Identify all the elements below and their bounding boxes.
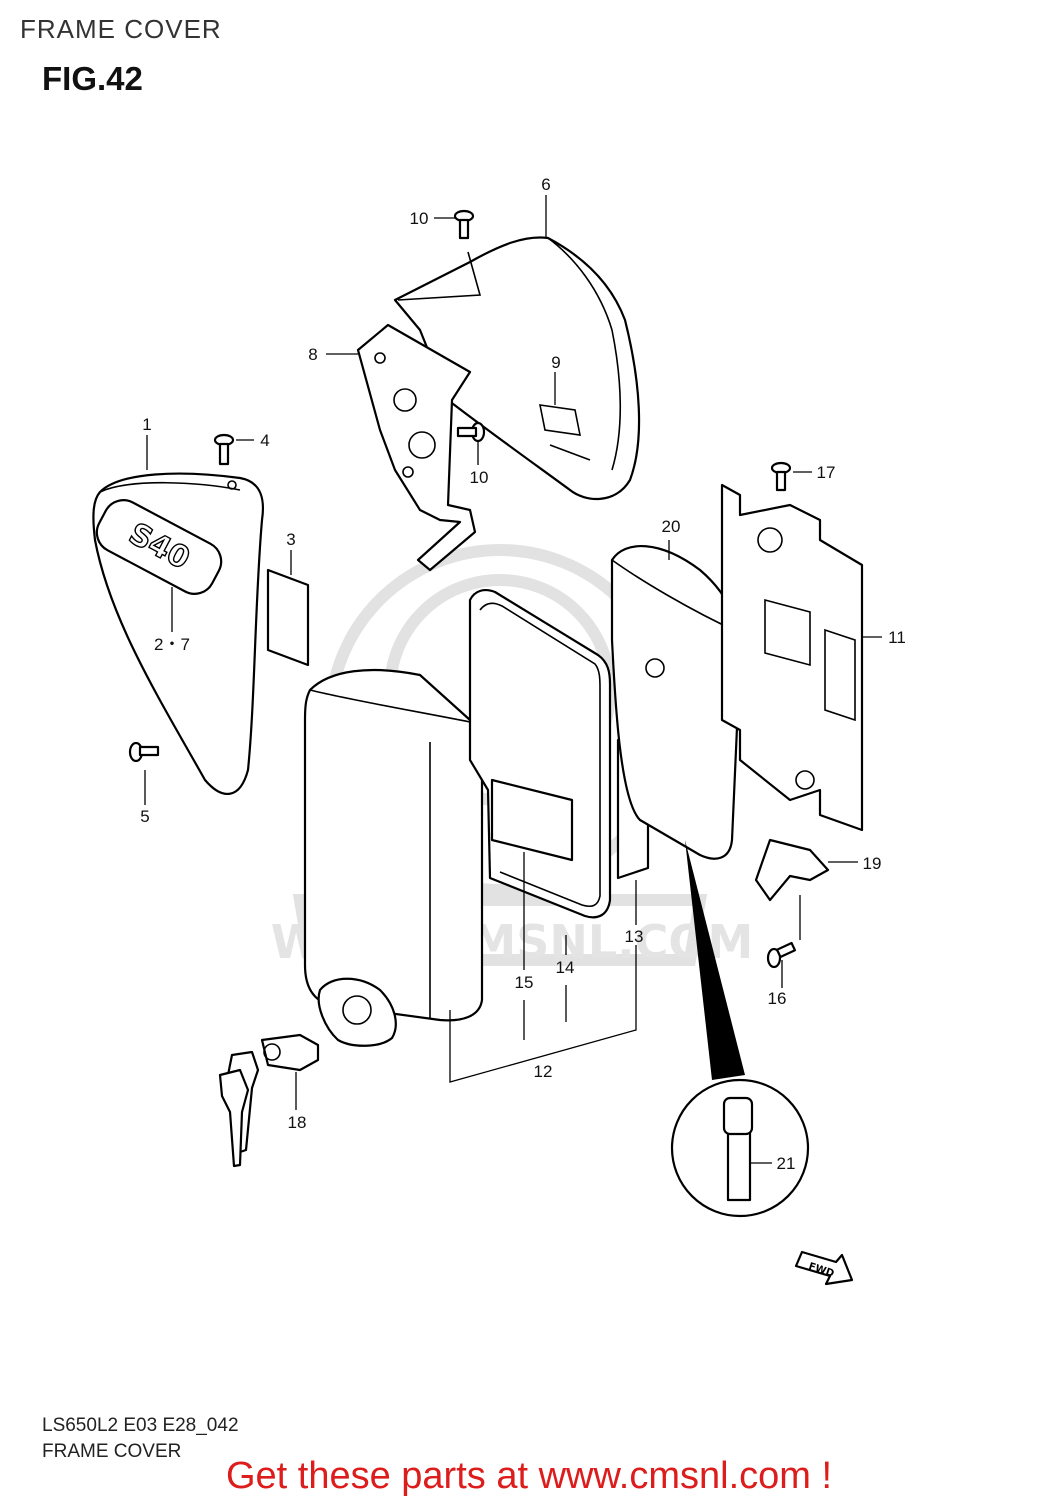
callout-11: 11 [888, 628, 906, 647]
callout-6: 6 [541, 175, 550, 194]
callout-14: 14 [556, 958, 575, 977]
fwd-arrow: FWD [794, 1250, 854, 1286]
gasket-14 [468, 589, 612, 919]
screw-10-upper [453, 209, 475, 240]
figure-label: FIG.42 [42, 60, 143, 97]
callout-12: 12 [534, 1062, 553, 1081]
frame-cover-bracket [356, 323, 477, 572]
callout-2-7: 2・7 [154, 635, 190, 654]
callout-4: 4 [260, 431, 269, 450]
callout-10-lower: 10 [470, 468, 489, 487]
callout-21: 21 [777, 1154, 796, 1173]
model-code: LS650L2 E03 E28_042 [42, 1415, 239, 1436]
callout-8: 8 [308, 345, 317, 364]
callout-16: 16 [768, 989, 787, 1008]
callout-18: 18 [288, 1113, 307, 1132]
callout-20: 20 [662, 517, 681, 536]
tool-bag [610, 544, 742, 860]
callout-19: 19 [863, 854, 882, 873]
screw-4 [213, 433, 235, 466]
lock-cylinder [260, 1033, 320, 1072]
callout-9: 9 [551, 353, 560, 372]
callout-17: 17 [817, 463, 836, 482]
cushion-pad-15 [490, 778, 574, 862]
callout-1: 1 [142, 415, 151, 434]
callout-10-upper: 10 [410, 209, 429, 228]
screw-17 [770, 461, 792, 492]
detail-pointer [685, 840, 745, 1080]
frame-cover-box [303, 668, 484, 1022]
upper-frame-cover [393, 236, 641, 501]
callout-15: 15 [515, 973, 534, 992]
side-cover-emblem [95, 499, 223, 595]
cushion-pad-3 [266, 568, 310, 667]
footer-caption: FRAME COVER [42, 1441, 182, 1462]
callout-5: 5 [140, 807, 149, 826]
callout-13: 13 [625, 927, 644, 946]
battery-holder [720, 483, 864, 832]
screw-5 [128, 741, 160, 763]
lock-housing [317, 977, 397, 1047]
key-2 [218, 1068, 250, 1168]
shop-link-text[interactable]: Get these parts at www.cmsnl.com ! [225, 1455, 833, 1497]
clip-19 [754, 838, 830, 902]
callout-3: 3 [286, 530, 295, 549]
screw-10-lower [456, 421, 486, 443]
callouts: 1 2・7 3 4 5 6 8 9 10 10 11 12 13 14 15 1… [140, 175, 906, 1173]
page-header: FRAME COVER [20, 14, 222, 44]
pin-21 [726, 1128, 752, 1202]
screw-16 [766, 941, 797, 969]
